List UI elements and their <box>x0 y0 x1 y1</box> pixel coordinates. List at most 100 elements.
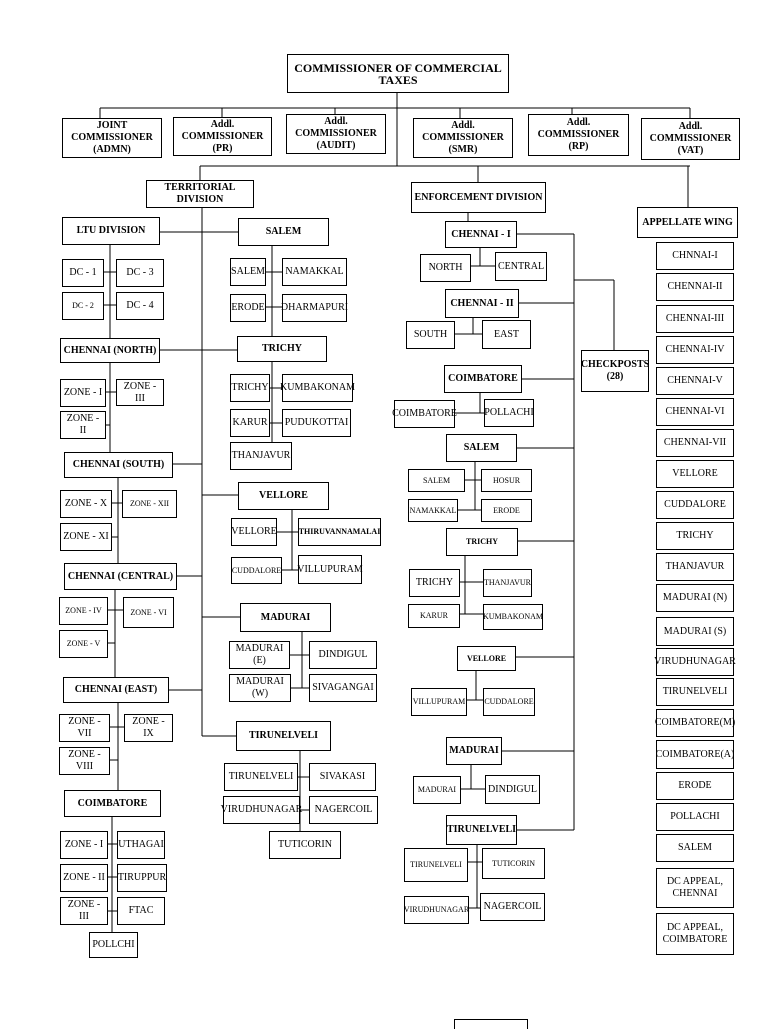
coimbatore-box: COIMBATORE <box>64 790 161 817</box>
cbe-zone-i-box: ZONE - I <box>60 831 108 859</box>
salem-box: SALEM <box>238 218 329 246</box>
dindigul-box: DINDIGUL <box>309 641 377 669</box>
appellate-item: VIRUDHUNAGAR <box>654 648 736 676</box>
tiruppur-box: TIRUPPUR <box>117 864 167 892</box>
enf-salem-unit-box: SALEM <box>408 469 465 492</box>
tuticorin-box: TUTICORIN <box>269 831 341 859</box>
trichy-box: TRICHY <box>237 336 327 362</box>
enf-coimbatore-unit-box: COIMBATORE <box>392 400 457 428</box>
appellate-item: CHENNAI-V <box>656 367 734 395</box>
south-zone-xi-box: ZONE - XI <box>60 523 112 551</box>
virudhunagar-box: VIRUDHUNAGAR <box>221 796 302 824</box>
chennai-east-box: CHENNAI (EAST) <box>63 677 169 703</box>
sivakasi-box: SIVAKASI <box>309 763 376 791</box>
appellate-item: CHENNAI-III <box>656 305 734 333</box>
karur-box: KARUR <box>230 409 270 437</box>
appellate-item: VELLORE <box>656 460 734 488</box>
enf-virudhunagar-box: VIRUDHUNAGAR <box>404 896 469 924</box>
vellore-box: VELLORE <box>238 482 329 510</box>
north-zone-iii-box: ZONE - III <box>116 379 164 406</box>
enf-tuticorin-box: TUTICORIN <box>482 848 545 879</box>
enf-coimbatore-box: COIMBATORE <box>444 365 522 393</box>
tirunelveli-box: TIRUNELVELI <box>236 721 331 751</box>
east-zone-ix-box: ZONE - IX <box>124 714 173 742</box>
enf-kumbakonam-box: KUMBAKONAM <box>483 604 543 630</box>
territorial-division-box: TERRITORIAL DIVISION <box>146 180 254 208</box>
trichy-unit-box: TRICHY <box>230 374 270 402</box>
enf-east-box: EAST <box>482 320 531 349</box>
pollchi-box: POLLCHI <box>89 932 138 958</box>
appellate-item: SALEM <box>656 834 734 862</box>
chennai-central-box: CHENNAI (CENTRAL) <box>64 563 177 590</box>
thiruvannamalai-box: THIRUVANNAMALAI <box>298 518 381 546</box>
erode-box: ERODE <box>230 294 266 322</box>
south-zone-x-box: ZONE - X <box>60 490 112 518</box>
pudukottai-box: PUDUKOTTAI <box>282 409 351 437</box>
enf-erode-box: ERODE <box>481 499 532 522</box>
appellate-item: CUDDALORE <box>656 491 734 519</box>
appellate-item: CHNNAI-I <box>656 242 734 270</box>
madurai-box: MADURAI <box>240 603 331 632</box>
appellate-item: COIMBATORE(M) <box>655 709 735 737</box>
enf-central-box: CENTRAL <box>495 252 547 281</box>
enf-south-box: SOUTH <box>406 321 455 349</box>
cbe-zone-iii-box: ZONE - III <box>60 897 108 925</box>
ftac-box: FTAC <box>117 897 165 925</box>
joint-commissioner-admn-box: JOINT COMMISSIONER (ADMN) <box>62 118 162 158</box>
north-zone-ii-box: ZONE - II <box>60 411 106 439</box>
dharmapuri-box: DHARMAPURI <box>281 294 348 322</box>
appellate-item: POLLACHI <box>656 803 734 831</box>
enf-madurai-unit-box: MADURAI <box>413 776 461 804</box>
enforcement-division-box: ENFORCEMENT DIVISION <box>411 182 546 213</box>
cbe-zone-ii-box: ZONE - II <box>60 864 108 892</box>
appellate-wing-box: APPELLATE WING <box>637 207 738 238</box>
enf-thanjavur-box: THANJAVUR <box>483 569 532 597</box>
namakkal-box: NAMAKKAL <box>282 258 347 286</box>
enf-salem-box: SALEM <box>446 434 517 462</box>
dc-1-box: DC - 1 <box>62 259 104 287</box>
central-zone-iv-box: ZONE - IV <box>59 597 108 625</box>
central-zone-vi-box: ZONE - VI <box>123 597 174 628</box>
enf-trichy-box: TRICHY <box>446 528 518 556</box>
thanjavur-box: THANJAVUR <box>230 442 292 470</box>
appellate-item: CHENNAI-VI <box>656 398 734 426</box>
checkposts-box: CHECKPOSTS (28) <box>581 350 649 392</box>
appellate-item: MADURAI (S) <box>656 617 734 646</box>
appellate-item: THANJAVUR <box>656 553 734 581</box>
dc-4-box: DC - 4 <box>116 292 164 320</box>
appellate-item: DC APPEAL, CHENNAI <box>656 868 734 908</box>
north-zone-i-box: ZONE - I <box>60 379 106 407</box>
addl-commissioner-pr-box: Addl. COMMISSIONER (PR) <box>173 117 272 156</box>
enf-nagercoil-box: NAGERCOIL <box>480 893 545 921</box>
appellate-item: ERODE <box>656 772 734 800</box>
addl-commissioner-rp-box: Addl. COMMISSIONER (RP) <box>528 114 629 156</box>
east-zone-vii-box: ZONE - VII <box>59 714 110 742</box>
enf-north-box: NORTH <box>420 254 471 282</box>
enf-namakkal-box: NAMAKKAL <box>408 499 458 522</box>
cuddalore-box: CUDDALORE <box>231 557 282 584</box>
salem-unit-box: SALEM <box>230 258 266 286</box>
central-zone-v-box: ZONE - V <box>59 630 108 658</box>
page-footer-box <box>454 1019 528 1029</box>
appellate-item: DC APPEAL, COIMBATORE <box>656 913 734 955</box>
madurai-e-box: MADURAI (E) <box>229 641 290 669</box>
ltu-division-box: LTU DIVISION <box>62 217 160 245</box>
tirunelveli-unit-box: TIRUNELVELI <box>224 763 298 791</box>
vellore-unit-box: VELLORE <box>231 518 277 546</box>
appellate-item: CHENNAI-IV <box>656 336 734 364</box>
enf-chennai-2-box: CHENNAI - II <box>445 289 519 318</box>
chennai-south-box: CHENNAI (SOUTH) <box>64 452 173 478</box>
enf-karur-box: KARUR <box>408 604 460 628</box>
sivagangai-box: SIVAGANGAI <box>309 674 377 702</box>
enf-dindigul-box: DINDIGUL <box>485 775 540 804</box>
uthagai-box: UTHAGAI <box>117 831 165 859</box>
appellate-item: COIMBATORE(A) <box>656 740 734 769</box>
south-zone-xii-box: ZONE - XII <box>122 490 177 518</box>
enf-chennai-1-box: CHENNAI - I <box>445 221 517 248</box>
enf-tirunelveli-unit-box: TIRUNELVELI <box>404 848 468 882</box>
appellate-item: MADURAI (N) <box>656 584 734 612</box>
addl-commissioner-vat-box: Addl. COMMISSIONER (VAT) <box>641 118 740 160</box>
commissioner-box: COMMISSIONER OF COMMERCIAL TAXES <box>287 54 509 93</box>
east-zone-viii-box: ZONE - VIII <box>59 747 110 775</box>
